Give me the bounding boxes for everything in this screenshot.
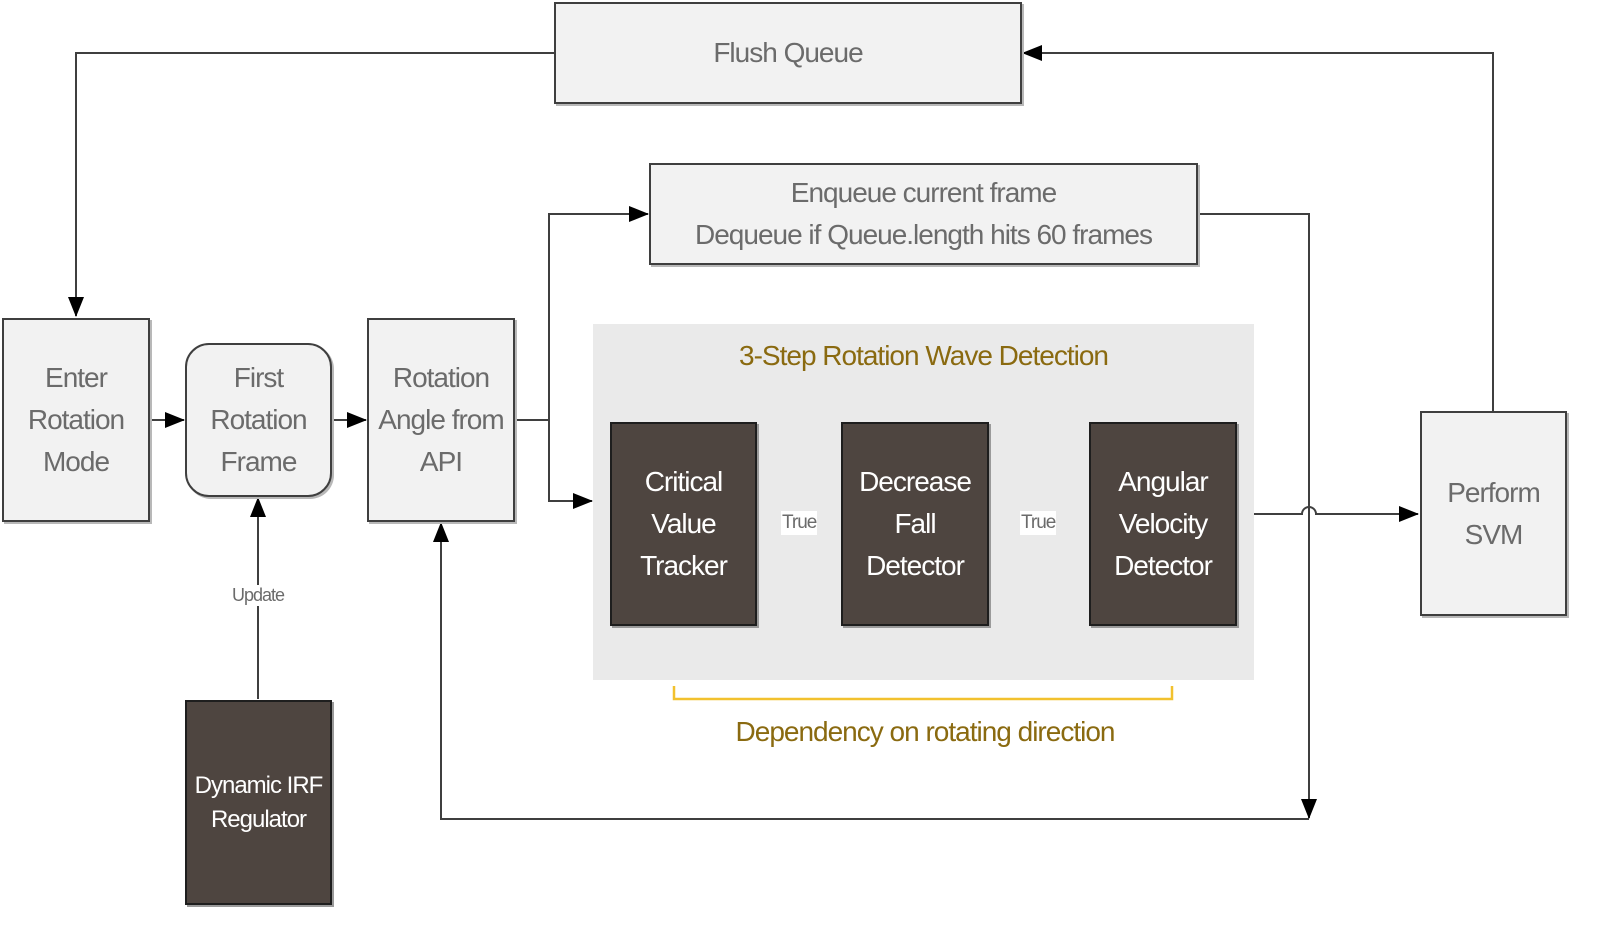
enter-rotation-mode-node[interactable]: Enter Rotation Mode	[2, 318, 150, 522]
decrease-fall-detector-node[interactable]: Decrease Fall Detector	[841, 422, 989, 626]
edge-enqueue-to-loop	[1198, 213, 1317, 819]
edge-label-update: Update	[226, 585, 290, 606]
edge-label-true-2: True	[1020, 511, 1056, 535]
first-rotation-frame-node[interactable]: First Rotation Frame	[185, 343, 332, 497]
edge-split-to-enqueue	[548, 206, 649, 420]
angular-velocity-detector-label: Angular Velocity Detector	[1114, 466, 1213, 581]
edge-split-to-group	[548, 420, 593, 509]
rotation-angle-api-node[interactable]: Rotation Angle from API	[367, 318, 515, 522]
group-title: 3-Step Rotation Wave Detection	[739, 340, 1109, 371]
flush-queue-node[interactable]: Flush Queue	[554, 2, 1022, 104]
edge-flush-to-enter	[68, 52, 554, 317]
dynamic-irf-regulator-node[interactable]: Dynamic IRF Regulator	[185, 700, 332, 905]
dynamic-irf-regulator-label: Dynamic IRF Regulator	[194, 771, 324, 833]
rotation-angle-api-label: Rotation Angle from API	[378, 362, 504, 477]
edge-svm-to-flush	[1022, 45, 1494, 411]
dependency-label: Dependency on rotating direction	[735, 716, 1116, 747]
dependency-bracket	[672, 686, 1174, 701]
flush-queue-label: Flush Queue	[713, 37, 863, 68]
edge-label-true-1: True	[781, 511, 817, 535]
edge-group-to-svm	[1254, 506, 1419, 522]
first-rotation-frame-label: First Rotation Frame	[210, 362, 307, 477]
enter-rotation-mode-label: Enter Rotation Mode	[27, 362, 125, 477]
enqueue-node[interactable]: Enqueue current frame Dequeue if Queue.l…	[649, 163, 1198, 265]
enqueue-label: Enqueue current frame Dequeue if Queue.l…	[695, 177, 1153, 250]
edge-loop-to-angle	[433, 522, 1309, 820]
angular-velocity-detector-node[interactable]: Angular Velocity Detector	[1089, 422, 1237, 626]
critical-value-tracker-node[interactable]: Critical Value Tracker	[610, 422, 757, 626]
decrease-fall-detector-label: Decrease Fall Detector	[859, 466, 972, 581]
critical-value-tracker-label: Critical Value Tracker	[640, 466, 728, 581]
perform-svm-label: Perform SVM	[1447, 476, 1541, 550]
perform-svm-node[interactable]: Perform SVM	[1420, 411, 1567, 616]
